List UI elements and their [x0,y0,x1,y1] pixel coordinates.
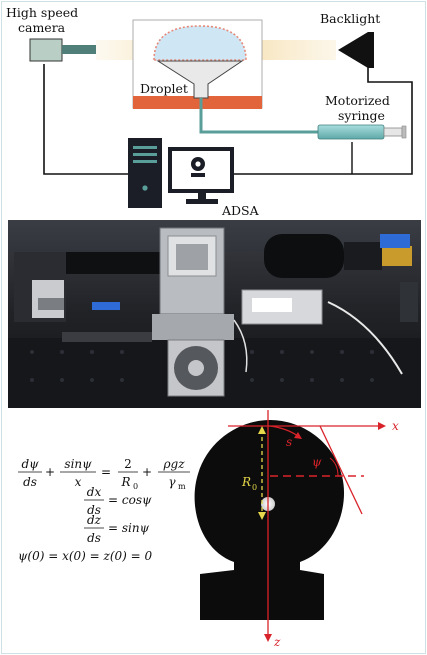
svg-text:sinψ: sinψ [64,457,92,471]
svg-text:ds: ds [87,531,101,545]
photo-camera-lens [66,252,162,274]
droplet-icon [153,25,247,61]
svg-text:x: x [75,475,82,489]
camera-body-icon [29,38,63,62]
hotplate [133,96,262,109]
droplet-profile-panel: x z s ψ R 0 [194,410,399,649]
camera-lens-icon [62,45,96,54]
syringe-plunger-icon [383,127,403,137]
adsa-label: ADSA [221,203,260,218]
svg-text:dz: dz [87,513,102,527]
computer-tower-icon [128,138,162,208]
camera-label-line2: camera [18,20,66,35]
pendant-drop-silhouette [194,420,345,620]
equation-1: dψ ds + sinψ x = 2 R 0 + ρgz γ m [18,457,190,491]
backlight-label: Backlight [320,11,380,26]
svg-text:ds: ds [87,503,101,517]
svg-text:R: R [120,475,130,489]
svg-text:+: + [142,465,152,479]
angle-arc [329,457,339,477]
syringe-label-line2: syringe [338,108,385,123]
backlight-icon [338,32,368,68]
r0-label: R [241,475,251,489]
s-label: s [286,435,292,449]
svg-text:γ: γ [168,475,176,489]
svg-text:ds: ds [23,475,37,489]
droplet-label: Droplet [140,81,188,96]
svg-text:2: 2 [124,457,132,471]
photo-backlight [264,234,344,278]
tangent-line [319,425,363,515]
svg-text:m: m [178,482,186,491]
equation-2: dx ds = cosψ [84,485,152,517]
svg-text:ρgz: ρgz [162,457,185,471]
syringe-icon [317,124,385,140]
svg-text:+: + [45,465,55,479]
apparatus-photo [8,220,421,408]
syringe-label-line1: Motorized [325,93,390,108]
psi-label: ψ [312,455,322,469]
camera-label-line1: High speed [6,5,78,20]
svg-text:dx: dx [87,485,102,499]
svg-text:= cosψ: = cosψ [108,493,152,507]
z-axis-label: z [273,635,281,649]
svg-text:0: 0 [252,483,257,492]
arc-s [269,425,299,437]
svg-text:0: 0 [133,482,138,491]
equations-block: dψ ds + sinψ x = 2 R 0 + ρgz γ m dx ds =… [18,457,190,563]
svg-text:dψ: dψ [21,457,39,471]
svg-text:=: = [101,465,111,479]
x-axis-label: x [392,419,399,433]
feed-tube [199,98,320,134]
equation-3: dz ds = sinψ [84,513,150,545]
svg-text:= sinψ: = sinψ [108,521,150,535]
funnel-icon [156,60,244,99]
camera-wire [43,64,128,175]
schematic-panel: High speed camera Backlight Droplet Moto… [6,5,413,218]
equation-4: ψ(0) = x(0) = z(0) = 0 [18,549,153,563]
